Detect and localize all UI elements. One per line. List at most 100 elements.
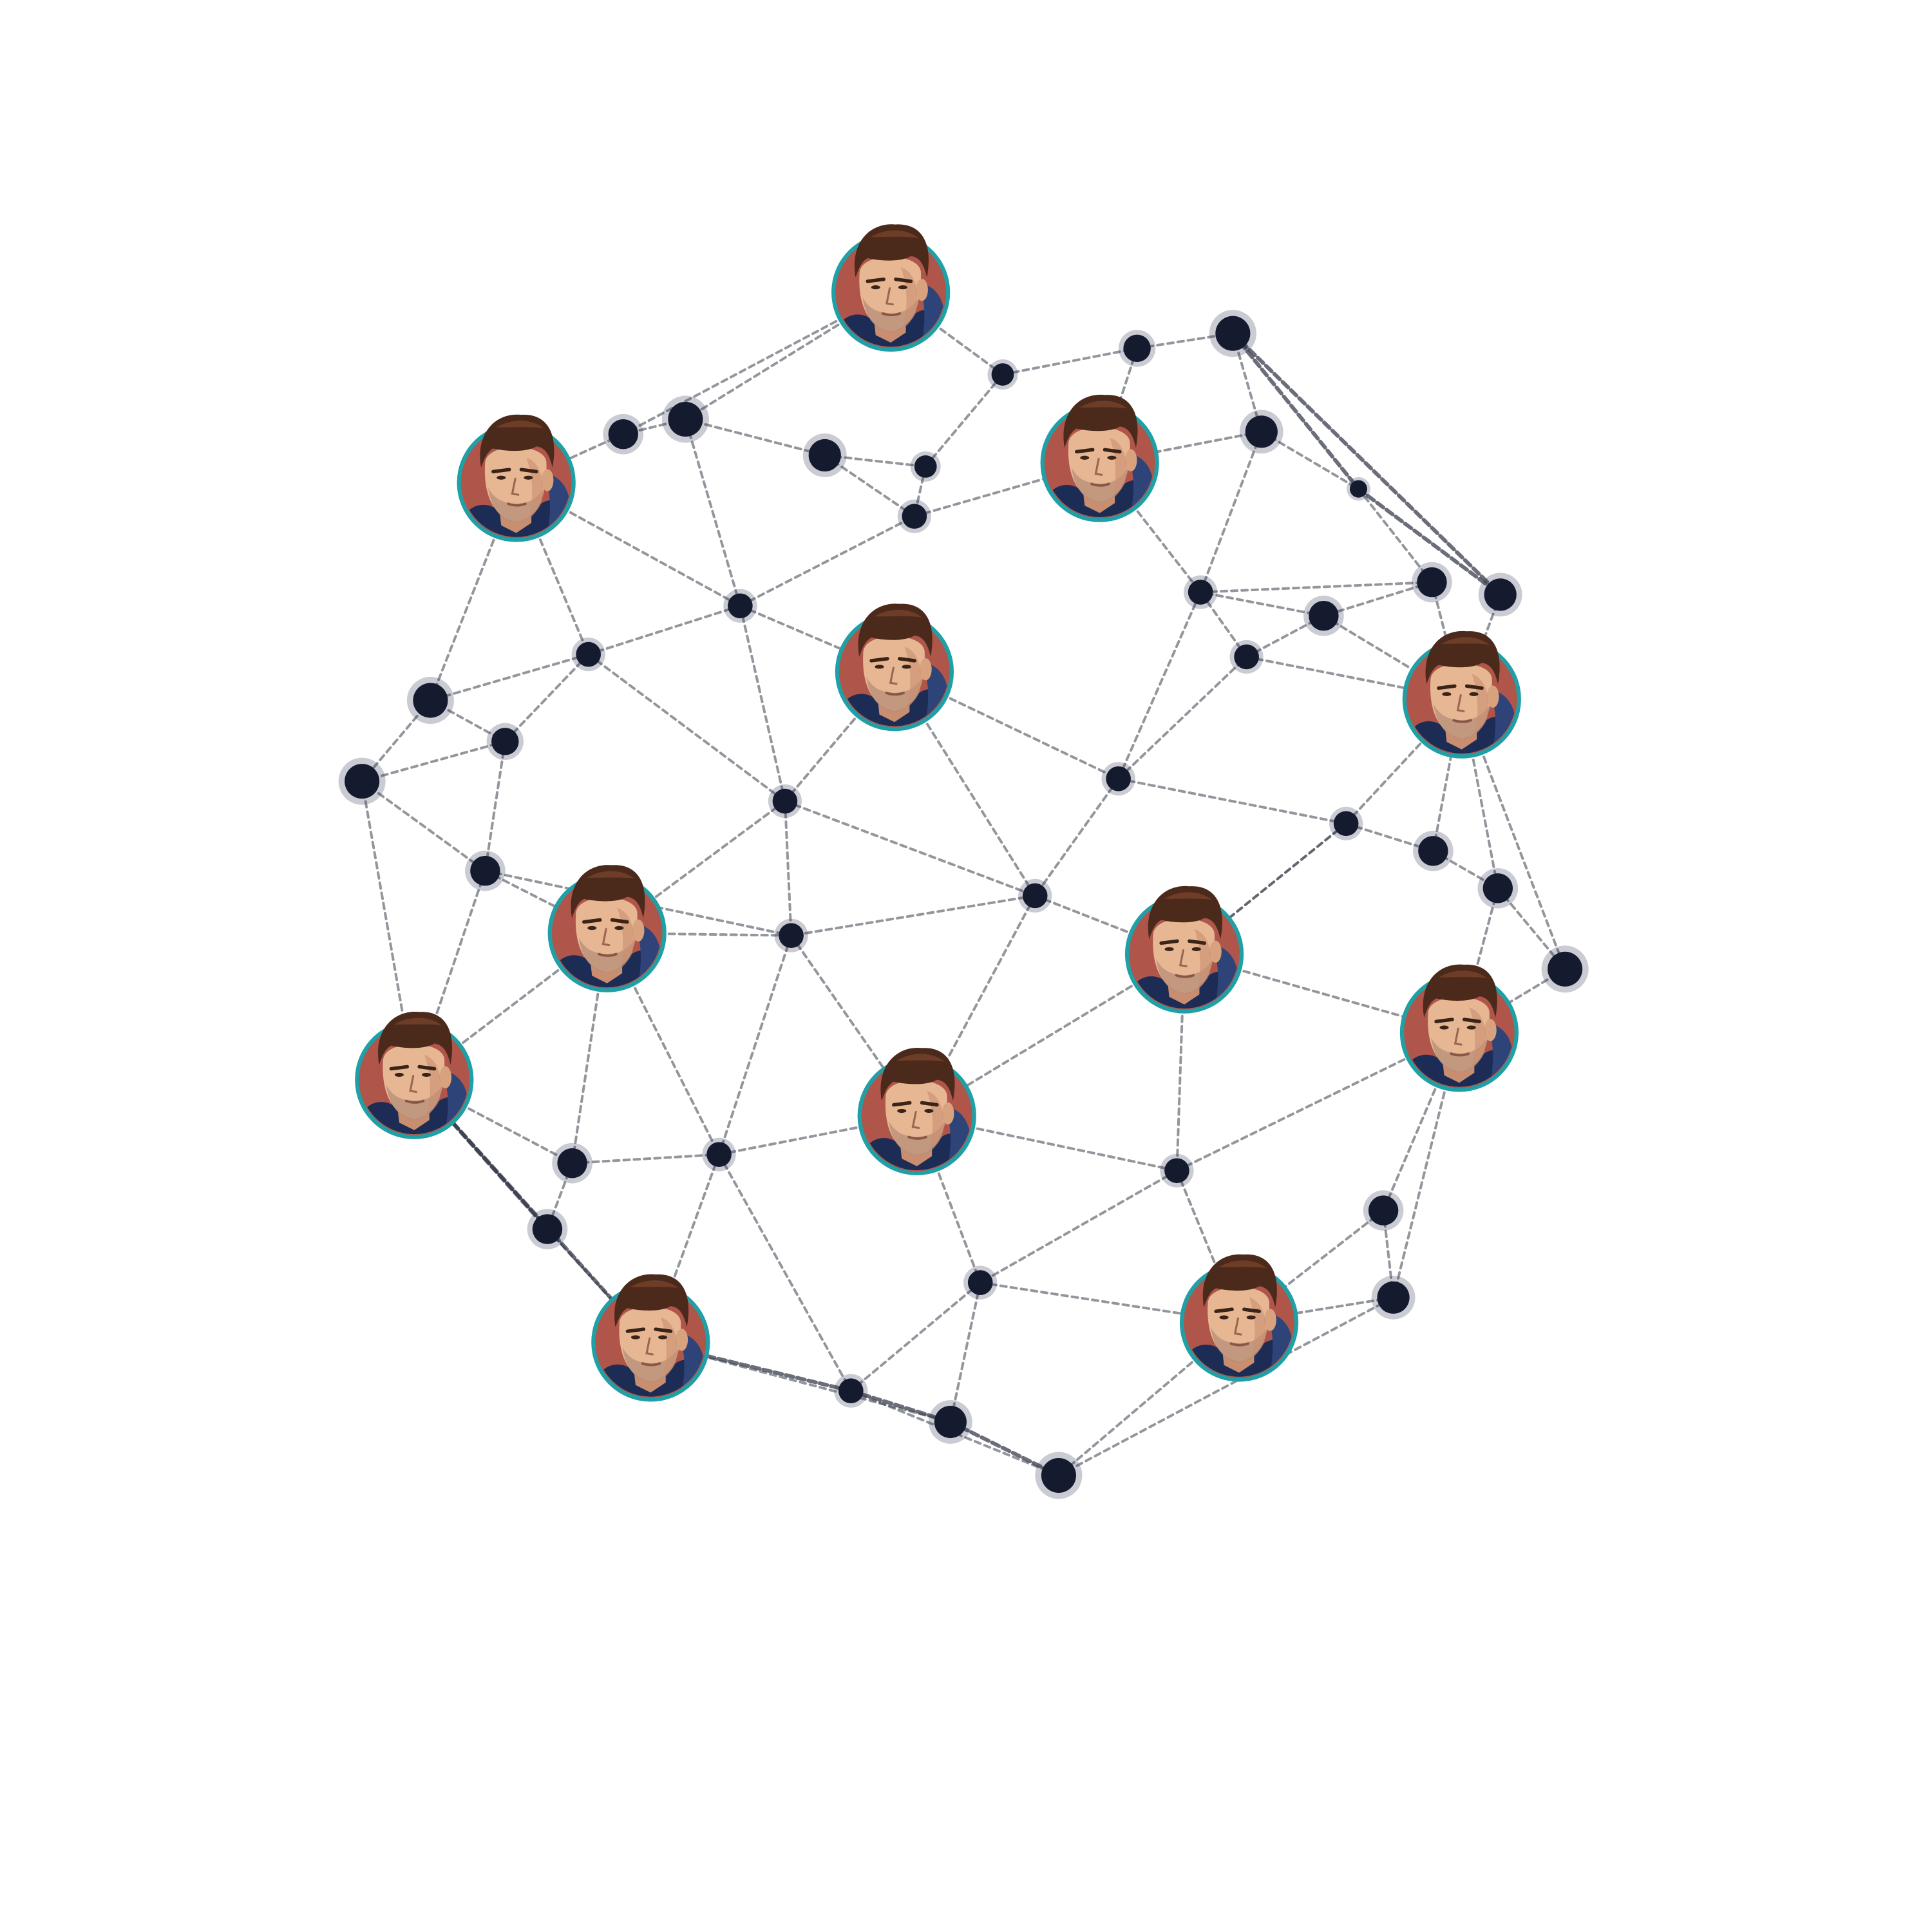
network-edge xyxy=(361,740,507,783)
network-edge xyxy=(429,653,590,702)
network-edge xyxy=(739,604,786,803)
network-edge xyxy=(1430,581,1463,701)
network-edge xyxy=(823,454,916,518)
network-edge xyxy=(684,417,826,457)
network-edge xyxy=(1057,1321,1241,1477)
man-avatar-icon xyxy=(456,415,576,542)
man-avatar-icon xyxy=(1401,631,1522,759)
network-edge xyxy=(1117,777,1348,825)
man-avatar-icon xyxy=(830,224,951,352)
network-edge xyxy=(849,1281,982,1392)
network-node-icon xyxy=(1413,831,1454,871)
network-node-icon xyxy=(1363,1190,1404,1231)
network-edge xyxy=(1231,331,1502,597)
network-node-icon xyxy=(802,433,847,477)
network-edge xyxy=(1322,581,1434,618)
network-edge xyxy=(717,934,793,1156)
network-edge xyxy=(504,653,590,743)
network-node-icon xyxy=(1118,330,1156,367)
network-node-icon xyxy=(1035,1452,1083,1499)
network-edge xyxy=(1183,822,1348,956)
network-edge xyxy=(1199,581,1434,594)
network-edge xyxy=(1345,822,1435,853)
network-edge xyxy=(783,800,793,937)
network-edge xyxy=(1199,430,1263,594)
man-avatar-icon xyxy=(1039,395,1160,522)
man-avatar-icon xyxy=(1124,886,1244,1014)
network-node-icon xyxy=(1347,477,1370,501)
network-edge xyxy=(1001,346,1139,376)
man-avatar-icon xyxy=(834,603,954,731)
network-edge xyxy=(1357,488,1434,584)
network-edge xyxy=(684,417,742,607)
network-node-icon xyxy=(1229,639,1264,674)
network-edge xyxy=(739,515,916,607)
network-edge xyxy=(1260,430,1360,491)
network-edge xyxy=(1238,1209,1385,1324)
network-edge xyxy=(979,1169,1179,1284)
network-node-icon xyxy=(406,677,454,724)
man-avatar-icon xyxy=(1399,965,1519,1092)
network-edge xyxy=(790,934,918,1117)
network-edge xyxy=(790,894,1037,937)
network-edge xyxy=(413,869,487,1081)
network-edge xyxy=(949,1281,982,1423)
network-edge xyxy=(1098,346,1139,464)
network-edge xyxy=(571,931,609,1165)
network-edge xyxy=(717,1153,853,1392)
network-node-icon xyxy=(834,1374,868,1408)
network-node-icon xyxy=(1101,762,1135,796)
network-edge xyxy=(1135,332,1235,350)
network-node-icon xyxy=(338,757,386,805)
network-edge xyxy=(1199,591,1248,658)
network-edge xyxy=(1057,1296,1395,1477)
network-node-icon xyxy=(603,413,644,455)
network-edge xyxy=(783,670,896,803)
network-node-icon xyxy=(486,723,524,761)
network-node-icon xyxy=(774,918,808,952)
network-node-icon xyxy=(661,395,709,443)
network-node-icon xyxy=(1184,575,1218,609)
network-edge xyxy=(1117,591,1202,781)
network-edge xyxy=(948,1419,1061,1478)
network-edge xyxy=(1496,887,1567,971)
man-avatar-icon xyxy=(547,865,667,992)
network-edge xyxy=(587,604,742,656)
network-edge xyxy=(1117,655,1248,781)
network-edge xyxy=(429,481,518,702)
network-node-icon xyxy=(1160,1153,1194,1188)
network-node-icon xyxy=(723,589,757,623)
network-node-icon xyxy=(1209,310,1256,357)
network-node-icon xyxy=(910,451,941,482)
network-node-icon xyxy=(1478,573,1522,617)
network-node-icon xyxy=(768,784,802,819)
network-edge xyxy=(783,800,1037,897)
network-node-icon xyxy=(702,1137,736,1171)
network-node-icon xyxy=(1018,878,1052,913)
man-avatar-icon xyxy=(1179,1255,1299,1382)
network-nodes xyxy=(338,310,1589,1499)
network-node-icon xyxy=(1303,595,1344,636)
network-node-icon xyxy=(571,638,605,672)
network-edge xyxy=(587,653,786,803)
network-edge xyxy=(361,699,432,783)
network-edge xyxy=(361,780,487,873)
network-edge xyxy=(1245,655,1463,701)
network-node-icon xyxy=(1541,945,1589,993)
network-edge xyxy=(1345,697,1463,825)
network-node-icon xyxy=(1412,562,1452,603)
network-node-icon xyxy=(527,1209,568,1249)
network-node-icon xyxy=(928,1400,972,1444)
network-node-icon xyxy=(987,359,1018,390)
network-node-icon xyxy=(1239,410,1283,454)
network-node-icon xyxy=(552,1142,592,1184)
network-edge xyxy=(924,373,1004,468)
man-avatar-icon xyxy=(354,1012,475,1139)
network-edge xyxy=(571,1153,721,1165)
network-edge xyxy=(484,740,507,873)
network-edge xyxy=(1034,777,1120,897)
network-edge xyxy=(1356,487,1502,597)
network-edge xyxy=(823,454,927,468)
network-edge xyxy=(1199,591,1325,618)
